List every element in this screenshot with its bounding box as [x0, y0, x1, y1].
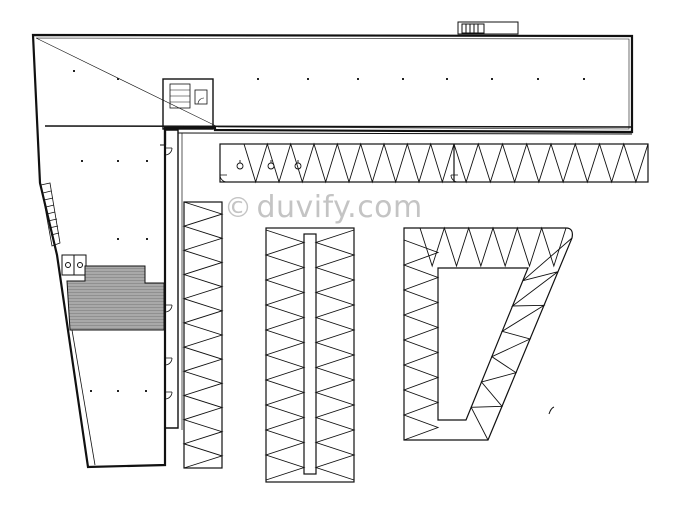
staircase-icon [162, 78, 214, 130]
staircase-icon [457, 21, 519, 35]
parking-stall-lines [182, 201, 224, 469]
restroom-block [61, 254, 87, 276]
parking-stall-lines [470, 237, 573, 441]
parking-row-left [183, 201, 223, 469]
watermark: ©duvify.com [224, 186, 423, 230]
parking-row-middle [265, 227, 355, 483]
parking-stall-lines [419, 226, 567, 268]
column-marker-icon [73, 70, 585, 392]
parking-stall-lines [453, 142, 649, 184]
copyright-symbol: © [224, 191, 253, 224]
entrance-stairs [40, 182, 61, 247]
parking-stall-lines [264, 229, 306, 481]
parking-stall-lines [402, 239, 440, 441]
parking-stall-lines [243, 142, 455, 184]
hatched-zone [66, 265, 165, 331]
watermark-text: duvify.com [256, 190, 423, 225]
parking-row-top [219, 143, 649, 183]
curb-mark [548, 406, 555, 415]
parking-stall-markings [182, 142, 649, 481]
parking-stall-lines [314, 229, 356, 481]
building-outline [31, 33, 634, 469]
accessible-parking-icon [236, 160, 302, 170]
